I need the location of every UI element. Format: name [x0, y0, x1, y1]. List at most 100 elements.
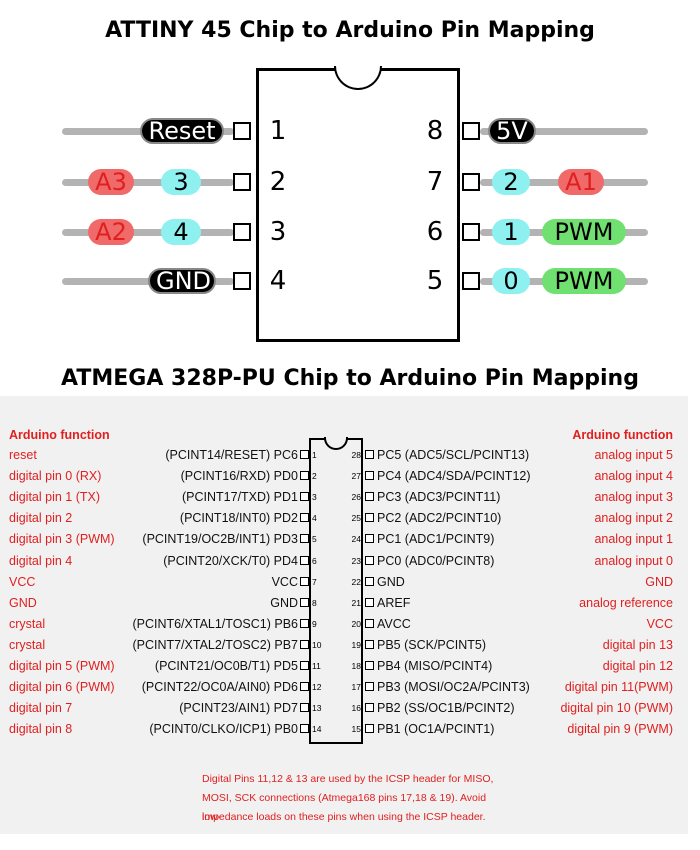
right-chip-pin-name: PC2 (ADC2/PCINT10) — [377, 511, 502, 525]
attiny-pin-label: A1 — [558, 169, 604, 195]
attiny-pin-pad — [233, 272, 251, 290]
icsp-note-line: impedance loads on these pins when using… — [202, 811, 486, 823]
right-arduino-function: analog input 4 — [594, 469, 673, 483]
left-pin-pad — [300, 492, 309, 501]
left-pin-pad — [300, 534, 309, 543]
attiny-pin-label: A3 — [88, 169, 134, 195]
left-arduino-function: VCC — [9, 575, 36, 589]
left-pin-pad — [300, 661, 309, 670]
attiny-title: ATTINY 45 Chip to Arduino Pin Mapping — [105, 18, 595, 43]
left-chip-pin-name: (PCINT6/XTAL1/TOSC1) PB6 — [132, 617, 298, 631]
left-pin-number: 13 — [312, 703, 322, 713]
right-pin-pad — [365, 682, 374, 691]
left-chip-pin-name: VCC — [271, 575, 298, 589]
right-arduino-function: analog input 2 — [594, 511, 673, 525]
left-chip-pin-name: (PCINT7/XTAL2/TOSC2) PB7 — [132, 638, 298, 652]
left-arduino-function: crystal — [9, 617, 46, 631]
attiny-pin-number: 7 — [426, 167, 444, 197]
right-pin-pad — [365, 724, 374, 733]
right-chip-pin-name: PC4 (ADC4/SDA/PCINT12) — [377, 469, 531, 483]
attiny-pin-label: 3 — [161, 169, 201, 195]
left-pin-pad — [300, 619, 309, 628]
right-pin-number: 26 — [351, 492, 361, 502]
right-chip-pin-name: PC5 (ADC5/SCL/PCINT13) — [377, 448, 530, 462]
attiny-pin-label: Reset — [140, 118, 224, 144]
attiny-pin-label: 2 — [492, 169, 530, 195]
left-pin-number: 11 — [312, 661, 321, 671]
left-pin-number: 10 — [312, 640, 322, 650]
right-arduino-function: digital pin 12 — [602, 659, 673, 673]
right-chip-pin-name: PC0 (ADC0/PCINT8) — [377, 554, 495, 568]
right-arduino-function: digital pin 9 (PWM) — [567, 722, 673, 736]
right-function-header: Arduino function — [572, 428, 673, 442]
right-arduino-function: digital pin 11(PWM) — [564, 680, 673, 694]
left-pin-number: 1 — [312, 450, 317, 460]
attiny-pin-label: PWM — [542, 219, 626, 245]
attiny-pin-number: 6 — [426, 217, 444, 247]
left-pin-pad — [300, 577, 309, 586]
left-pin-pad — [300, 471, 309, 480]
left-pin-pad — [300, 724, 309, 733]
right-pin-pad — [365, 450, 374, 459]
left-function-header: Arduino function — [9, 428, 110, 442]
left-pin-number: 8 — [312, 598, 317, 608]
attiny-chip-body — [256, 68, 460, 342]
right-chip-pin-name: AVCC — [377, 617, 411, 631]
left-chip-pin-name: (PCINT19/OC2B/INT1) PD3 — [142, 532, 298, 546]
left-chip-pin-name: (PCINT17/TXD) PD1 — [182, 490, 298, 504]
right-pin-pad — [365, 556, 374, 565]
right-chip-pin-name: PB3 (MOSI/OC2A/PCINT3) — [377, 680, 530, 694]
right-pin-number: 17 — [351, 682, 361, 692]
left-pin-number: 4 — [312, 513, 317, 523]
attiny-right-lead — [480, 128, 648, 135]
attiny-pin-pad — [462, 223, 480, 241]
left-arduino-function: digital pin 2 — [9, 511, 73, 525]
left-pin-pad — [300, 513, 309, 522]
left-pin-number: 7 — [312, 577, 317, 587]
attiny-pin-pad — [462, 173, 480, 191]
left-chip-pin-name: (PCINT23/AIN1) PD7 — [179, 701, 298, 715]
attiny-left-lead — [62, 229, 234, 236]
attiny-pin-label: 1 — [492, 219, 530, 245]
attiny-pin-number: 3 — [269, 217, 287, 247]
attiny-pin-label: 5V — [488, 118, 536, 144]
right-pin-number: 18 — [351, 661, 361, 671]
left-pin-pad — [300, 703, 309, 712]
right-pin-number: 27 — [351, 471, 361, 481]
right-pin-pad — [365, 598, 374, 607]
right-pin-number: 22 — [351, 577, 361, 587]
left-arduino-function: crystal — [9, 638, 46, 652]
left-pin-pad — [300, 556, 309, 565]
right-pin-number: 24 — [351, 534, 361, 544]
left-arduino-function: digital pin 3 (PWM) — [9, 532, 115, 546]
right-chip-pin-name: PB2 (SS/OC1B/PCINT2) — [377, 701, 515, 715]
attiny-pin-pad — [233, 223, 251, 241]
right-arduino-function: analog input 3 — [594, 490, 673, 504]
right-chip-pin-name: PC1 (ADC1/PCINT9) — [377, 532, 495, 546]
attiny-pin-label: 4 — [161, 219, 201, 245]
atmega-chip-body — [309, 438, 363, 744]
left-chip-pin-name: (PCINT14/RESET) PC6 — [165, 448, 298, 462]
right-pin-number: 23 — [351, 556, 361, 566]
attiny-pin-number: 1 — [269, 116, 287, 146]
attiny-pin-pad — [462, 272, 480, 290]
left-arduino-function: digital pin 1 (TX) — [9, 490, 101, 504]
attiny-pin-number: 8 — [426, 116, 444, 146]
right-chip-pin-name: AREF — [377, 596, 411, 610]
right-pin-number: 21 — [351, 598, 361, 608]
left-pin-number: 3 — [312, 492, 317, 502]
attiny-left-lead — [62, 179, 234, 186]
right-pin-number: 15 — [351, 724, 361, 734]
left-pin-number: 12 — [312, 682, 322, 692]
left-arduino-function: digital pin 7 — [9, 701, 73, 715]
attiny-pin-label: PWM — [542, 268, 626, 294]
right-arduino-function: analog reference — [579, 596, 673, 610]
left-pin-pad — [300, 598, 309, 607]
right-pin-pad — [365, 492, 374, 501]
icsp-note-line: MOSI, SCK connections (Atmega168 pins 17… — [202, 792, 487, 823]
left-chip-pin-name: (PCINT21/OC0B/T1) PD5 — [154, 659, 298, 673]
right-pin-number: 16 — [351, 703, 361, 713]
left-arduino-function: reset — [9, 448, 37, 462]
left-chip-pin-name: (PCINT20/XCK/T0) PD4 — [163, 554, 298, 568]
attiny-pin-number: 4 — [269, 266, 287, 296]
